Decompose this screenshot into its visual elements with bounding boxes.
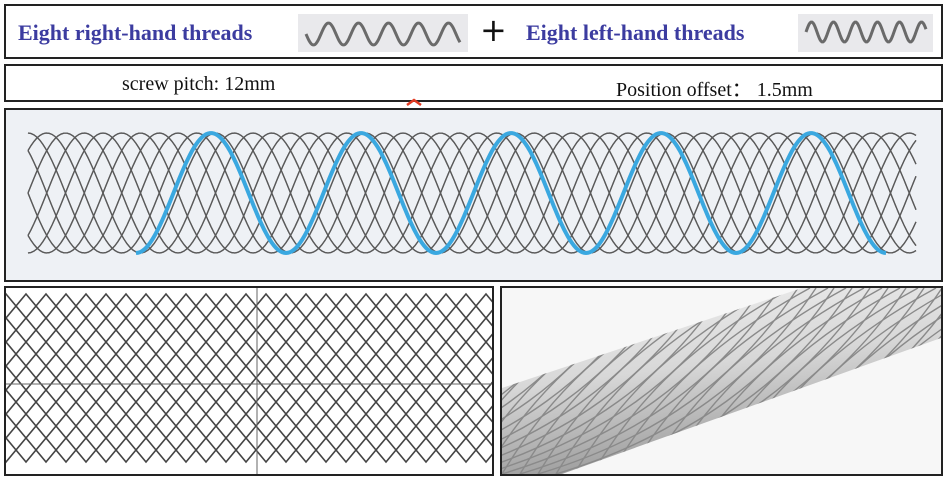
right-hand-coil-icon xyxy=(298,14,468,52)
stent-wire xyxy=(27,132,917,254)
mesh-strut xyxy=(6,316,492,344)
right-hand-threads-label: Eight right-hand threads xyxy=(18,20,253,45)
unrolled-pattern-drawing xyxy=(6,288,492,474)
mesh-strut xyxy=(6,412,492,440)
stent-wire xyxy=(27,132,917,254)
stent-model-drawing xyxy=(27,131,917,256)
mesh-strut xyxy=(6,436,492,464)
left-hand-threads-label: Eight left-hand threads xyxy=(526,20,745,45)
stent-wire xyxy=(27,132,917,254)
rendered-tube-view xyxy=(500,286,943,476)
parameter-bar: screw pitch: 12mm Position offset： 1.5mm xyxy=(4,64,943,102)
title-bar: Eight right-hand threads + Eight left-ha… xyxy=(4,4,943,59)
tube-wire xyxy=(591,288,793,474)
position-offset-text: Position offset： 1.5mm xyxy=(616,79,813,101)
pointer-marker-icon xyxy=(406,98,422,107)
unrolled-pattern-view xyxy=(4,286,494,476)
stent-model-view xyxy=(4,108,943,282)
stent-wire xyxy=(27,132,917,254)
mesh-strut xyxy=(6,292,492,320)
left-hand-coil-icon xyxy=(798,14,933,52)
mesh-strut xyxy=(6,436,492,464)
plus-sign: + xyxy=(480,11,507,49)
stent-wire xyxy=(27,132,917,254)
mesh-strut xyxy=(6,364,492,392)
mesh-strut xyxy=(6,340,492,368)
rendered-tube-drawing xyxy=(502,288,941,474)
tube-wire xyxy=(609,288,811,474)
screw-pitch-text: screw pitch: 12mm xyxy=(122,73,276,95)
mesh-strut xyxy=(6,388,492,416)
stent-wire xyxy=(27,132,917,254)
stent-wire xyxy=(27,132,917,254)
tube-wire xyxy=(573,288,775,474)
